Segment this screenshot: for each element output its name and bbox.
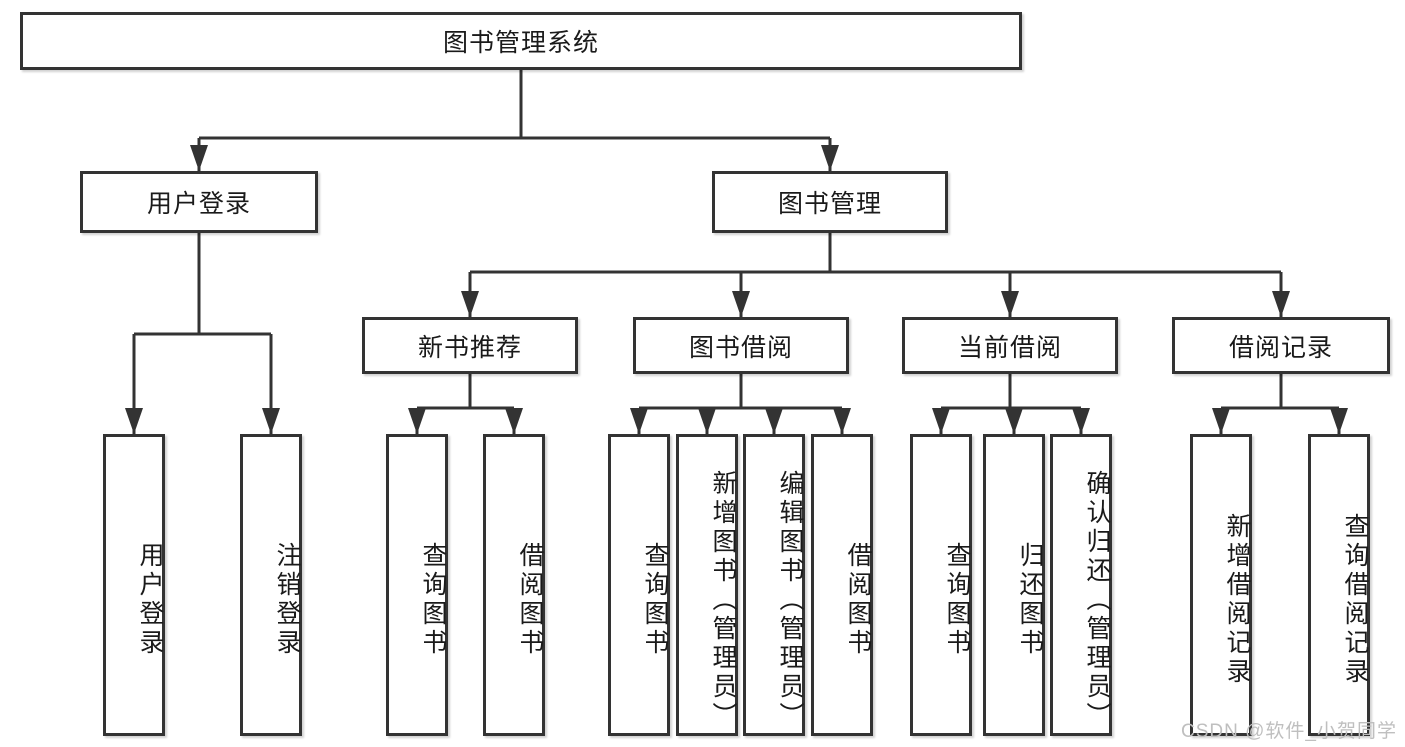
arrowhead-user-login-0 <box>125 408 143 434</box>
node-new-book-rec[interactable]: 新书推荐 <box>362 317 578 374</box>
node-label-leaf-user-login: 用户登录 <box>136 542 164 658</box>
node-label-leaf-rec-search: 查询借阅记录 <box>1341 513 1369 687</box>
node-label-leaf-borrow-edit: 编辑图书（管理员） <box>776 469 804 731</box>
node-current-borrow[interactable]: 当前借阅 <box>902 317 1118 374</box>
arrowhead-book-manage-0 <box>461 291 479 317</box>
arrowhead-borrow-record-1 <box>1330 408 1348 434</box>
arrowhead-book-borrow-1 <box>698 408 716 434</box>
node-leaf-borrow-edit[interactable]: 编辑图书（管理员） <box>743 434 805 736</box>
arrowhead-book-borrow-3 <box>833 408 851 434</box>
node-book-borrow[interactable]: 图书借阅 <box>633 317 849 374</box>
arrowhead-book-manage-2 <box>1001 291 1019 317</box>
arrowhead-book-borrow-2 <box>765 408 783 434</box>
node-leaf-borrow-query[interactable]: 查询图书 <box>608 434 670 736</box>
arrowhead-current-borrow-2 <box>1072 408 1090 434</box>
csdn-watermark: CSDN @软件_小贺同学 <box>1181 721 1397 742</box>
node-label-leaf-cur-confirm: 确认归还（管理员） <box>1083 469 1111 731</box>
node-leaf-user-logout[interactable]: 注销登录 <box>240 434 302 736</box>
node-leaf-borrow-lend[interactable]: 借阅图书 <box>811 434 873 736</box>
node-leaf-rec-query[interactable]: 查询图书 <box>386 434 448 736</box>
node-leaf-rec-search[interactable]: 查询借阅记录 <box>1308 434 1370 736</box>
node-root[interactable]: 图书管理系统 <box>20 12 1022 70</box>
node-label-leaf-rec-query: 查询图书 <box>419 542 447 658</box>
node-label-current-borrow: 当前借阅 <box>957 333 1062 362</box>
node-leaf-cur-return[interactable]: 归还图书 <box>983 434 1045 736</box>
arrowhead-root-0 <box>190 145 208 171</box>
arrowhead-new-book-rec-1 <box>505 408 523 434</box>
node-leaf-borrow-add[interactable]: 新增图书（管理员） <box>676 434 738 736</box>
node-label-leaf-borrow-lend: 借阅图书 <box>844 542 872 658</box>
arrowhead-book-manage-1 <box>732 291 750 317</box>
node-label-root: 图书管理系统 <box>442 29 599 57</box>
node-borrow-record[interactable]: 借阅记录 <box>1172 317 1390 374</box>
arrowhead-borrow-record-0 <box>1212 408 1230 434</box>
node-label-book-borrow: 图书借阅 <box>688 333 793 362</box>
node-label-leaf-rec-add: 新增借阅记录 <box>1223 513 1251 687</box>
node-label-user-login: 用户登录 <box>146 190 251 218</box>
arrowhead-root-1 <box>821 145 839 171</box>
node-leaf-cur-query[interactable]: 查询图书 <box>910 434 972 736</box>
node-label-leaf-borrow-add: 新增图书（管理员） <box>709 469 737 731</box>
arrowhead-book-borrow-0 <box>630 408 648 434</box>
node-label-book-manage: 图书管理 <box>777 190 882 218</box>
node-label-leaf-cur-query: 查询图书 <box>943 542 971 658</box>
node-label-borrow-record: 借阅记录 <box>1228 333 1333 362</box>
arrowhead-new-book-rec-0 <box>408 408 426 434</box>
node-leaf-cur-confirm[interactable]: 确认归还（管理员） <box>1050 434 1112 736</box>
node-label-leaf-user-logout: 注销登录 <box>273 542 301 658</box>
node-label-new-book-rec: 新书推荐 <box>417 333 522 362</box>
arrowhead-book-manage-3 <box>1272 291 1290 317</box>
arrowhead-current-borrow-1 <box>1005 408 1023 434</box>
arrowhead-current-borrow-0 <box>932 408 950 434</box>
node-leaf-user-login[interactable]: 用户登录 <box>103 434 165 736</box>
node-label-leaf-borrow-query: 查询图书 <box>641 542 669 658</box>
node-user-login[interactable]: 用户登录 <box>80 171 318 233</box>
node-leaf-rec-borrow[interactable]: 借阅图书 <box>483 434 545 736</box>
node-label-leaf-cur-return: 归还图书 <box>1016 542 1044 658</box>
node-label-leaf-rec-borrow: 借阅图书 <box>516 542 544 658</box>
arrowhead-user-login-1 <box>262 408 280 434</box>
node-book-manage[interactable]: 图书管理 <box>712 171 948 233</box>
node-leaf-rec-add[interactable]: 新增借阅记录 <box>1190 434 1252 736</box>
